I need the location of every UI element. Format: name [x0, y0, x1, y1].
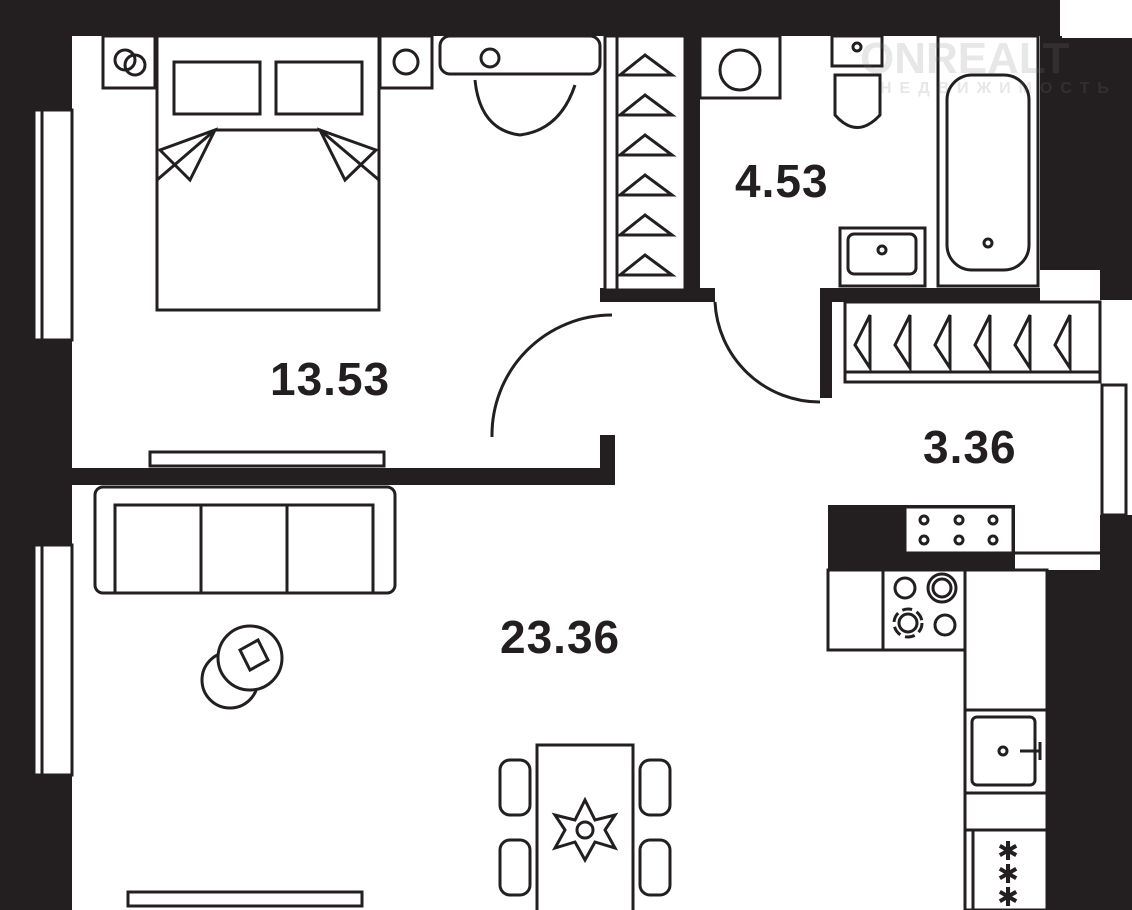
bathroom-sink: [838, 226, 927, 288]
svg-text:✱: ✱: [997, 882, 1019, 910]
watermark-subtitle: НЕДВИЖИМОСТЬ: [880, 80, 1117, 97]
bedroom-area: 13.53: [270, 353, 391, 405]
hallway-area: 3.36: [923, 421, 1017, 473]
desk: [438, 34, 602, 76]
bed: [155, 34, 381, 312]
svg-text:✱: ✱: [997, 836, 1019, 866]
kitchen: ✱ ✱ ✱: [826, 505, 1100, 910]
svg-text:✱: ✱: [997, 859, 1019, 889]
coffee-table: [200, 624, 284, 710]
wardrobe: [603, 34, 687, 292]
dining-table: [498, 743, 672, 910]
nightstand-right: [378, 34, 434, 90]
nightstand-left: [101, 34, 157, 90]
watermark-brand: ONREALT: [860, 34, 1070, 83]
bathroom-area: 4.53: [735, 155, 829, 207]
tv-stand-living: [126, 890, 364, 908]
bathtub: [936, 34, 1040, 288]
hallway-closet: [843, 300, 1102, 384]
toilet: [830, 34, 884, 129]
chair: [473, 79, 577, 137]
doors: [490, 301, 821, 438]
windows: [32, 0, 1132, 777]
washing-machine: [698, 34, 782, 100]
living-area: 23.36: [500, 611, 621, 663]
tv-stand: [148, 450, 386, 468]
sofa: [93, 485, 397, 595]
